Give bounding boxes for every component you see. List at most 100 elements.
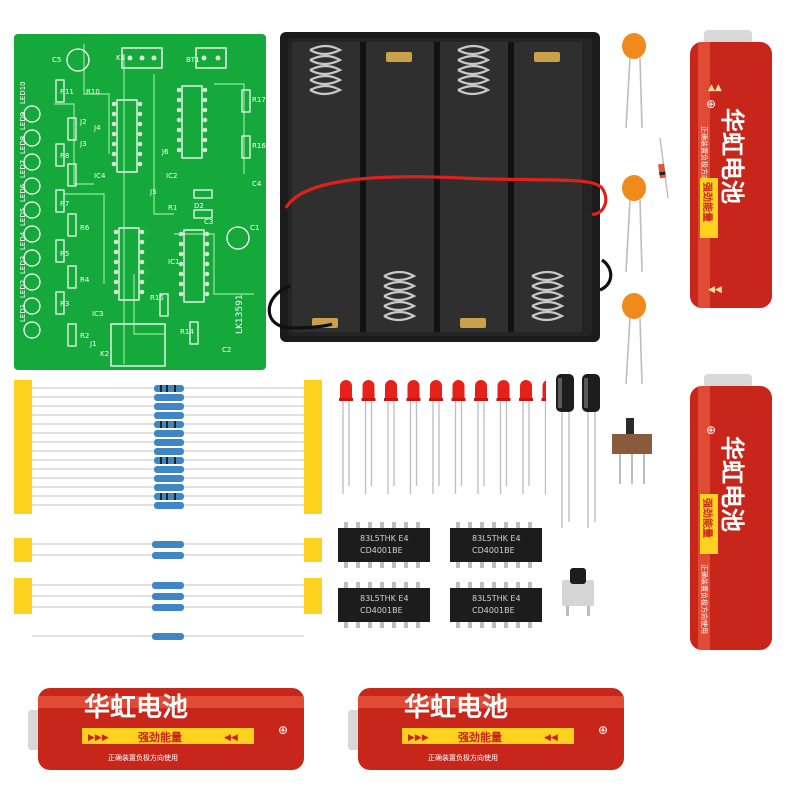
- red-led: [384, 380, 398, 494]
- label-j4: J4: [93, 124, 101, 132]
- resistor-bodies: [154, 385, 184, 509]
- ceramic-capacitor: [622, 33, 646, 129]
- battery-fine-print: 正确装置负极方向使用: [428, 753, 498, 762]
- svg-text:◀◀: ◀◀: [224, 733, 238, 743]
- label-led6: LED6: [19, 183, 27, 202]
- label-led9: LED9: [19, 112, 27, 130]
- slide-switch: [612, 418, 652, 484]
- label-led10: LED10: [19, 81, 27, 104]
- label-bt1: BT1: [186, 56, 200, 64]
- battery-vertical-2: ⊕ 华虹电池 强劲能量 正确装置负极方向使用: [690, 374, 772, 650]
- red-led: [451, 380, 466, 494]
- electrolytic-capacitors: [556, 374, 600, 528]
- svg-text:▲▲: ▲▲: [708, 83, 722, 93]
- red-led: [429, 380, 443, 494]
- label-ic3: IC3: [92, 310, 103, 318]
- chip-line1: 83L5THK E4: [360, 594, 409, 603]
- label-r16: R16: [252, 142, 266, 150]
- electrolytic-capacitor: [556, 374, 574, 528]
- battery-slogan: 强劲能量: [458, 730, 502, 744]
- chip-line1: 83L5THK E4: [472, 594, 521, 603]
- label-r10: R10: [86, 88, 100, 96]
- tactile-push-button: [562, 568, 594, 616]
- pcb-pads: [111, 55, 221, 297]
- battery-holder: [267, 32, 613, 342]
- label-k2: K2: [100, 350, 109, 358]
- battery-slogan: 强劲能量: [701, 182, 714, 222]
- battery-brand: 华虹电池: [404, 692, 508, 723]
- chip-line1: 83L5THK E4: [472, 534, 521, 543]
- red-led: [361, 380, 376, 494]
- chip-line2: CD4001BE: [472, 546, 515, 555]
- battery-plus-sign: ⊕: [706, 423, 716, 437]
- battery-plus-sign: ⊕: [278, 723, 288, 737]
- label-r5: R5: [60, 250, 69, 258]
- led-row: [339, 380, 546, 494]
- holder-springs: [309, 44, 565, 322]
- label-r4: R4: [80, 276, 90, 284]
- chip-line2: CD4001BE: [360, 606, 403, 615]
- label-led4: LED4: [19, 231, 27, 250]
- label-j5: J5: [149, 188, 157, 196]
- red-wire: [284, 175, 608, 216]
- label-c5: C5: [52, 56, 61, 64]
- label-k1: K1: [116, 54, 125, 62]
- svg-text:◀◀: ◀◀: [708, 285, 722, 295]
- svg-text:◀◀: ◀◀: [544, 733, 558, 743]
- chip-line1: 83L5THK E4: [360, 534, 409, 543]
- battery-plus-sign: ⊕: [598, 723, 608, 737]
- label-c2: C2: [222, 346, 231, 354]
- label-r11: R11: [60, 88, 74, 96]
- diode: [658, 137, 669, 199]
- label-c1: C1: [250, 224, 259, 232]
- label-r15: R15: [150, 294, 164, 302]
- svg-text:▶▶▶: ▶▶▶: [88, 733, 109, 743]
- red-led: [406, 380, 421, 494]
- battery-slogan: 强劲能量: [701, 498, 714, 538]
- red-led: [474, 380, 488, 494]
- battery-fine-print: 正确装置负极方向使用: [108, 753, 178, 762]
- battery-horizontal-2: 华虹电池 ▶▶▶ 强劲能量 ◀◀ 正确装置负极方向使用 ⊕: [348, 688, 624, 770]
- battery-plus-sign: ⊕: [706, 97, 716, 111]
- label-c4: C4: [252, 180, 262, 188]
- battery-brand: 华虹电池: [84, 692, 188, 723]
- electrolytic-capacitor: [582, 374, 600, 528]
- label-j6: J6: [161, 148, 169, 156]
- label-r7: R7: [60, 200, 69, 208]
- label-led8: LED8: [19, 136, 27, 154]
- battery-slogan: 强劲能量: [138, 730, 182, 744]
- battery-fine-print: 正确装置负极方向使用: [700, 126, 709, 196]
- red-led: [496, 380, 511, 494]
- label-r3: R3: [60, 300, 69, 308]
- pcb-model-label: LK13591: [235, 294, 245, 334]
- chip-grid: 83L5THK E4 CD4001BE 83L5THK E4 CD4001BE …: [338, 522, 542, 632]
- label-led3: LED3: [19, 256, 27, 274]
- label-r8: R8: [60, 152, 69, 160]
- label-j1: J1: [89, 340, 97, 348]
- svg-text:▶▶▶: ▶▶▶: [408, 733, 429, 743]
- label-r6: R6: [80, 224, 90, 232]
- label-r2: R2: [80, 332, 89, 340]
- red-led: [519, 380, 533, 494]
- chip-line2: CD4001BE: [360, 546, 403, 555]
- label-led7: LED7: [19, 160, 27, 178]
- resistor-tapes: [14, 380, 322, 640]
- label-ic4: IC4: [94, 172, 106, 180]
- label-j3: J3: [79, 140, 87, 148]
- chip-line2: CD4001BE: [472, 606, 515, 615]
- cd4001-chip: 83L5THK E4 CD4001BE: [450, 522, 542, 568]
- label-j2: J2: [79, 118, 87, 126]
- red-led: [339, 380, 353, 494]
- label-r17: R17: [252, 96, 266, 104]
- label-r14: R14: [180, 328, 194, 336]
- cd4001-chip: 83L5THK E4 CD4001BE: [450, 582, 542, 628]
- battery-fine-print: 正确装置负极方向使用: [700, 564, 709, 634]
- led-footprints: [23, 105, 41, 339]
- label-c3: C3: [204, 218, 213, 226]
- label-led1: LED1: [19, 304, 27, 322]
- label-r1: R1: [168, 204, 177, 212]
- label-led2: LED2: [19, 280, 27, 298]
- label-ic1: IC1: [168, 258, 179, 266]
- ceramic-capacitor: [622, 175, 646, 273]
- battery-brand: 华虹电池: [718, 436, 746, 532]
